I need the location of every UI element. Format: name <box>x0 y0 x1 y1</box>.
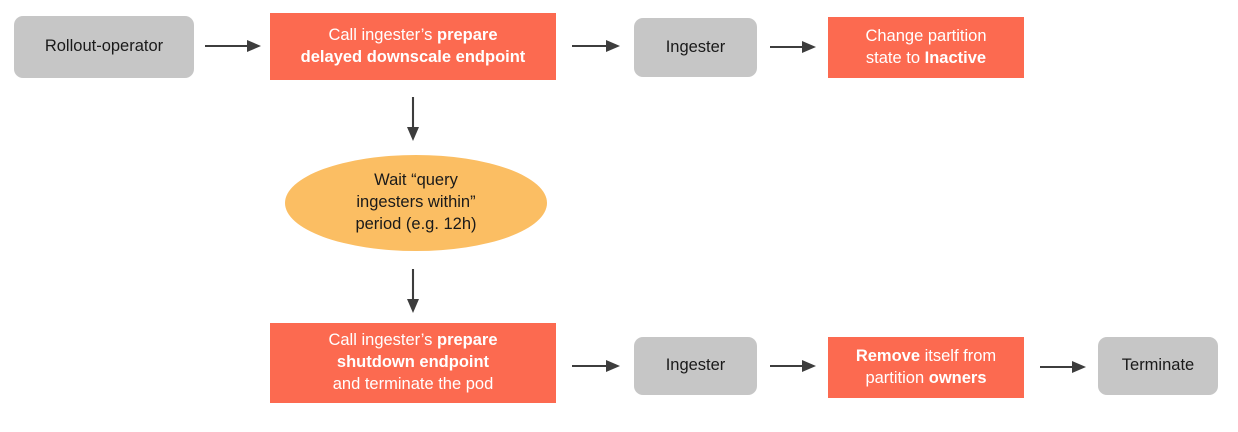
node-ingester-top-label: Ingester <box>665 37 726 56</box>
arrow-ingester-bottom-to-remove-from-owners <box>770 358 818 374</box>
node-prepare-shutdown: Call ingester’s prepare shutdown endpoin… <box>270 323 556 403</box>
arrow-rollout-operator-to-prepare-delayed-downscale <box>205 38 263 54</box>
prepare-shutdown-line1-bold: prepare <box>437 331 498 350</box>
wait-period-line3: period (e.g. 12h) <box>355 214 477 233</box>
prepare-shutdown-line1-plain: Call ingester’s <box>328 331 437 350</box>
remove-from-owners-line1-bold: Remove <box>855 346 921 365</box>
arrow-prepare-shutdown-to-ingester-bottom <box>572 358 622 374</box>
prepare-delayed-downscale-line1-bold: prepare <box>436 25 498 44</box>
node-remove-from-owners: Remove itself from partition owners <box>828 337 1024 398</box>
arrow-prepare-delayed-downscale-to-ingester-top <box>572 38 622 54</box>
wait-period-line1: Wait “query <box>374 171 458 190</box>
node-ingester-bottom-label: Ingester <box>665 356 726 375</box>
node-wait-period: Wait “query ingesters within” period (e.… <box>285 155 547 251</box>
change-partition-state-line2-bold: Inactive <box>924 48 987 67</box>
remove-from-owners-line1-plain: itself from <box>920 346 997 365</box>
node-ingester-bottom: Ingester <box>634 337 757 395</box>
prepare-delayed-downscale-line1-plain: Call ingester’s <box>328 25 437 44</box>
arrow-wait-period-to-prepare-shutdown <box>405 269 421 315</box>
prepare-shutdown-line2-bold: shutdown endpoint <box>336 353 490 372</box>
prepare-shutdown-line3-plain: and terminate the pod <box>332 374 494 393</box>
arrow-remove-from-owners-to-terminate <box>1040 359 1088 375</box>
change-partition-state-line1: Change partition <box>865 26 987 45</box>
node-terminate-label: Terminate <box>1121 356 1195 375</box>
node-wait-period-text: Wait “query ingesters within” period (e.… <box>347 170 484 235</box>
node-prepare-delayed-downscale-text: Call ingester’s prepare delayed downscal… <box>293 25 534 69</box>
node-change-partition-state-text: Change partition state to Inactive <box>857 26 994 70</box>
node-remove-from-owners-text: Remove itself from partition owners <box>848 346 1004 390</box>
wait-period-line2: ingesters within” <box>356 193 476 212</box>
node-prepare-shutdown-text: Call ingester’s prepare shutdown endpoin… <box>320 330 505 395</box>
node-rollout-operator-label: Rollout-operator <box>44 37 164 56</box>
arrow-ingester-top-to-change-partition-state <box>770 39 818 55</box>
change-partition-state-line2-plain: state to <box>865 48 925 67</box>
node-change-partition-state: Change partition state to Inactive <box>828 17 1024 78</box>
node-rollout-operator: Rollout-operator <box>14 16 194 78</box>
arrow-prepare-delayed-downscale-to-wait-period <box>405 97 421 143</box>
node-ingester-top: Ingester <box>634 18 757 77</box>
node-prepare-delayed-downscale: Call ingester’s prepare delayed downscal… <box>270 13 556 80</box>
node-terminate: Terminate <box>1098 337 1218 395</box>
prepare-delayed-downscale-line2-bold: delayed downscale endpoint <box>300 47 526 66</box>
remove-from-owners-line2-bold: owners <box>928 368 987 387</box>
remove-from-owners-line2-plain: partition <box>865 368 929 387</box>
